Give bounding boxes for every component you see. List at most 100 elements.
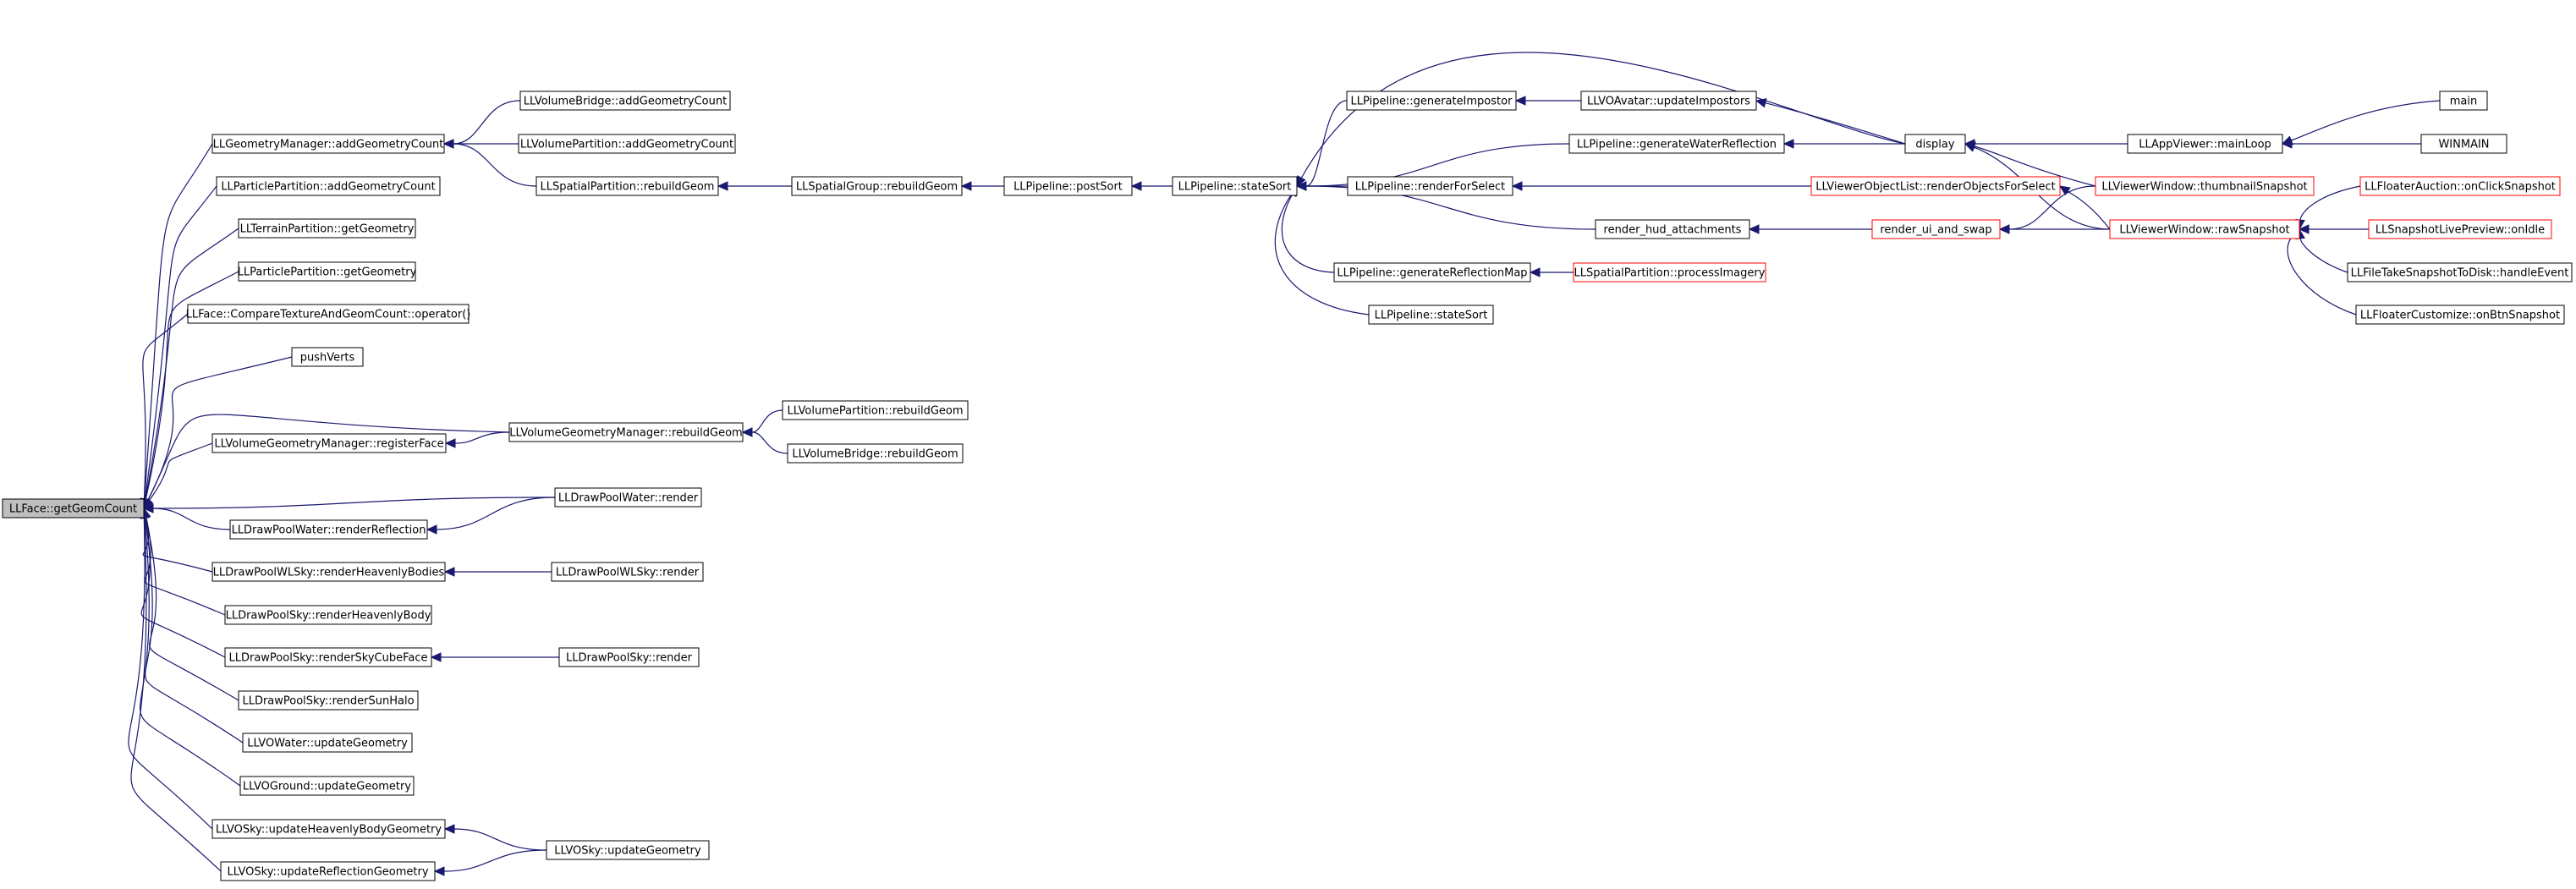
node-slp_onIdle[interactable]: LLSnapshotLivePreview::onIdle — [2368, 219, 2552, 239]
node-label: render_hud_attachments — [1604, 224, 1742, 237]
edge-arrowhead — [442, 139, 454, 149]
edge — [140, 507, 241, 787]
node-box — [519, 91, 731, 111]
edge-arrowhead — [444, 438, 456, 448]
edge-line — [152, 508, 231, 530]
node-box — [224, 647, 432, 667]
node-sp_processImagery[interactable]: LLSpatialPartition::processImagery — [1573, 262, 1766, 283]
edge-line — [144, 517, 244, 744]
node-ftstd_handleEvent[interactable]: LLFileTakeSnapshotToDisk::handleEvent — [2347, 262, 2573, 283]
node-tp_getGeometry[interactable]: LLTerrainPartition::getGeometry — [238, 218, 416, 239]
edge-arrowhead — [2058, 185, 2071, 196]
node-dps_renderHeavenlyBody[interactable]: LLDrawPoolSky::renderHeavenlyBody — [224, 605, 432, 625]
edge — [1748, 224, 1872, 234]
node-render_ui_and_swap[interactable]: render_ui_and_swap — [1871, 219, 2001, 239]
node-box — [1347, 176, 1513, 196]
edge-line — [453, 100, 521, 145]
node-vos_updateReflectionGeometry[interactable]: LLVOSky::updateReflectionGeometry — [220, 861, 436, 881]
edge-line — [140, 517, 241, 787]
node-pipe_generateWaterReflection[interactable]: LLPipeline::generateWaterReflection — [1568, 134, 1785, 154]
node-box — [291, 347, 364, 367]
node-label: LLPipeline::generateReflectionMap — [1337, 267, 1527, 280]
node-app_mainLoop[interactable]: LLAppViewer::mainLoop — [2127, 134, 2283, 154]
node-dps_renderSkyCubeFace[interactable]: LLDrawPoolSky::renderSkyCubeFace — [224, 647, 432, 667]
node-label: LLPipeline::generateWaterReflection — [1577, 139, 1777, 151]
node-dpwl_render[interactable]: LLDrawPoolWLSky::render — [551, 562, 704, 582]
node-vow_updateGeometry[interactable]: LLVOWater::updateGeometry — [242, 733, 413, 753]
node-voa_updateImpostors[interactable]: LLVOAvatar::updateImpostors — [1580, 91, 1757, 111]
edge — [143, 356, 293, 510]
node-vol_renderObjectsForSelect[interactable]: LLViewerObjectList::renderObjectsForSele… — [1810, 176, 2061, 196]
edge-line — [140, 517, 226, 658]
node-pp_getGeometry[interactable]: LLParticlePartition::getGeometry — [238, 261, 417, 282]
node-label: LLVolumeBridge::rebuildGeom — [792, 448, 958, 461]
node-getGeomCount[interactable]: LLFace::getGeomCount — [2, 498, 145, 519]
node-sp_rebuildGeom[interactable]: LLSpatialPartition::rebuildGeom — [536, 176, 719, 196]
node-pipe_renderForSelect[interactable]: LLPipeline::renderForSelect — [1347, 176, 1513, 196]
node-dps_render[interactable]: LLDrawPoolSky::render — [558, 647, 700, 667]
node-sg_rebuildGeom[interactable]: LLSpatialGroup::rebuildGeom — [791, 176, 963, 196]
node-label: LLParticlePartition::getGeometry — [238, 266, 417, 279]
node-vog_updateGeometry[interactable]: LLVOGround::updateGeometry — [239, 776, 415, 796]
node-label: LLParticlePartition::addGeometryCount — [221, 181, 435, 194]
nodes-layer: LLFace::getGeomCount LLGeometryManager::a… — [2, 91, 2573, 881]
node-dps_renderSunHalo[interactable]: LLDrawPoolSky::renderSunHalo — [238, 690, 419, 711]
node-winmain[interactable]: WINMAIN — [2420, 134, 2507, 154]
node-pushVerts[interactable]: pushVerts — [291, 347, 364, 367]
node-label: LLVolumePartition::rebuildGeom — [787, 405, 963, 418]
node-box — [242, 733, 413, 753]
node-label: LLDrawPoolWLSky::renderHeavenlyBodies — [213, 567, 445, 579]
node-vw_rawSnapshot[interactable]: LLViewerWindow::rawSnapshot — [2109, 219, 2300, 239]
node-render_hud[interactable]: render_hud_attachments — [1595, 219, 1750, 239]
node-vgm_registerFace[interactable]: LLVolumeGeometryManager::registerFace — [211, 433, 447, 453]
node-dpwl_renderHeavenlyBodies[interactable]: LLDrawPoolWLSky::renderHeavenlyBodies — [211, 562, 446, 582]
node-vb_addGeometryCount[interactable]: LLVolumeBridge::addGeometryCount — [519, 91, 731, 111]
node-fc_onBtnSnapshot[interactable]: LLFloaterCustomize::onBtnSnapshot — [2355, 305, 2565, 325]
edge-arrowhead — [1964, 142, 1976, 152]
node-fa_onClickSnapshot[interactable]: LLFloaterAuction::onClickSnapshot — [2359, 176, 2561, 196]
edge — [2281, 100, 2441, 145]
node-label: LLPipeline::stateSort — [1178, 181, 1292, 194]
node-vgm_rebuildGeom[interactable]: LLVolumeGeometryManager::rebuildGeom — [508, 422, 744, 442]
node-label: LLVOGround::updateGeometry — [243, 781, 411, 793]
node-box — [2355, 305, 2565, 325]
edge — [2295, 228, 2348, 273]
node-vp_addGeometryCount[interactable]: LLVolumePartition::addGeometryCount — [518, 134, 736, 154]
node-pipe_stateSort[interactable]: LLPipeline::stateSort — [1172, 176, 1298, 196]
edge-line — [436, 497, 556, 530]
node-box — [2109, 219, 2300, 239]
node-dpw_renderReflection[interactable]: LLDrawPoolWater::renderReflection — [229, 519, 428, 540]
node-vp_rebuildGeom[interactable]: LLVolumePartition::rebuildGeom — [782, 400, 969, 420]
node-compareTex[interactable]: LLFace::CompareTextureAndGeomCount::oper… — [186, 304, 471, 324]
node-pipe_generateReflectionMap[interactable]: LLPipeline::generateReflectionMap — [1333, 262, 1531, 283]
node-vos_updateHeavenlyBodyGeometry[interactable]: LLVOSky::updateHeavenlyBodyGeometry — [211, 819, 446, 839]
node-main[interactable]: main — [2439, 91, 2488, 111]
node-vw_thumbnailSnapshot[interactable]: LLViewerWindow::thumbnailSnapshot — [2095, 176, 2315, 196]
edge — [443, 824, 547, 851]
edge-arrowhead — [430, 652, 442, 662]
edge — [140, 228, 239, 510]
node-box — [187, 304, 470, 324]
edge-line — [2287, 235, 2357, 316]
node-pipe_postSort[interactable]: LLPipeline::postSort — [1003, 176, 1133, 196]
node-label: LLVOSky::updateHeavenlyBodyGeometry — [216, 824, 442, 837]
node-gm_addGeometryCount[interactable]: LLGeometryManager::addGeometryCount — [211, 134, 445, 154]
node-label: LLSpatialPartition::processImagery — [1574, 267, 1766, 280]
node-pipe_stateSort2[interactable]: LLPipeline::stateSort — [1368, 305, 1494, 325]
node-display[interactable]: display — [1904, 134, 1966, 154]
node-vos_updateGeometry[interactable]: LLVOSky::updateGeometry — [546, 840, 710, 860]
node-dpw_render[interactable]: LLDrawPoolWater::render — [554, 487, 702, 508]
node-pipe_generateImpostor[interactable]: LLPipeline::generateImpostor — [1346, 91, 1517, 111]
node-label: LLVolumeGeometryManager::registerFace — [214, 438, 443, 451]
node-label: LLVOSky::updateGeometry — [554, 845, 701, 858]
edge-line — [144, 143, 213, 500]
node-label: LLTerrainPartition::getGeometry — [240, 223, 415, 236]
node-vbr_rebuildGeom[interactable]: LLVolumeBridge::rebuildGeom — [787, 443, 964, 464]
edge-line — [2299, 238, 2348, 273]
node-label: LLVOWater::updateGeometry — [247, 738, 408, 750]
node-pp_addGeometryCount[interactable]: LLParticlePartition::addGeometryCount — [216, 176, 441, 196]
edge-arrowhead — [433, 866, 445, 876]
node-label: LLVOSky::updateReflectionGeometry — [227, 866, 428, 879]
node-box — [1573, 262, 1766, 283]
edge-arrowhead — [143, 497, 154, 509]
